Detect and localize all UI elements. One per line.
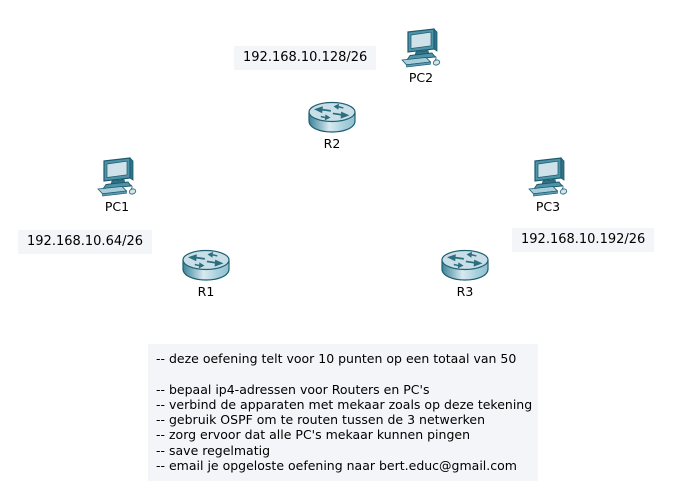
- note-line: -- bepaal ip4-adressen voor Routers en P…: [156, 381, 430, 397]
- device-pc2[interactable]: PC2: [399, 27, 443, 85]
- device-label-pc1: PC1: [104, 199, 130, 214]
- note-line: -- deze oefening telt voor 10 punten op …: [156, 351, 517, 366]
- device-r2[interactable]: R2: [306, 99, 358, 151]
- note-line: -- save regelmatig: [156, 442, 271, 458]
- pc-icon: [95, 156, 139, 198]
- instructions-note: -- deze oefening telt voor 10 punten op …: [148, 344, 538, 482]
- subnet-label-64: 192.168.10.64/26: [18, 230, 153, 254]
- device-label-pc2: PC2: [408, 70, 434, 85]
- device-r1[interactable]: R1: [180, 247, 232, 299]
- note-line: -- zorg ervoor dat alle PC's mekaar kunn…: [156, 427, 470, 443]
- note-line: -- gebruik OSPF om te routen tussen de 3…: [156, 412, 485, 428]
- device-label-r2: R2: [323, 136, 341, 151]
- device-label-pc3: PC3: [535, 199, 561, 214]
- note-line-blank: [156, 366, 530, 381]
- note-line: -- verbind de apparaten met mekaar zoals…: [156, 396, 533, 412]
- device-label-r1: R1: [197, 284, 215, 299]
- router-icon: [180, 247, 232, 283]
- device-r3[interactable]: R3: [439, 247, 491, 299]
- note-line: -- email je opgeloste oefening naar bert…: [156, 458, 517, 474]
- device-label-r3: R3: [456, 284, 474, 299]
- device-pc3[interactable]: PC3: [526, 156, 570, 214]
- device-pc1[interactable]: PC1: [95, 156, 139, 214]
- pc-icon: [526, 156, 570, 198]
- pc-icon: [399, 27, 443, 69]
- router-icon: [439, 247, 491, 283]
- subnet-label-128: 192.168.10.128/26: [234, 46, 377, 70]
- subnet-label-192: 192.168.10.192/26: [512, 228, 655, 252]
- router-icon: [306, 99, 358, 135]
